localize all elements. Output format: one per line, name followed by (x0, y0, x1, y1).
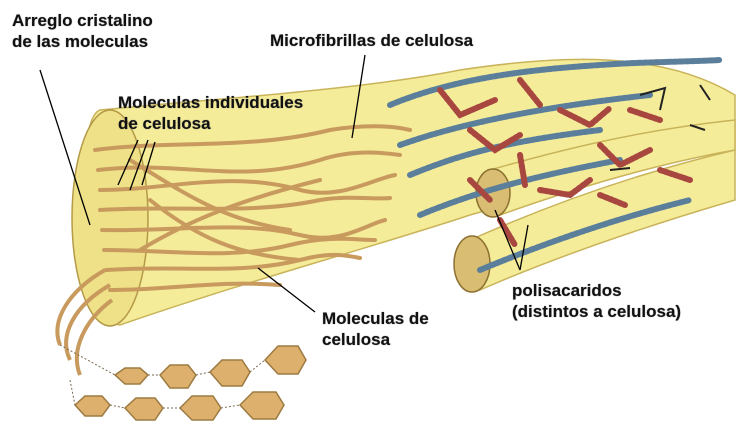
label-individuales-line2: de celulosa (118, 114, 211, 133)
label-moleculas-line1: Moleculas de (322, 309, 429, 328)
label-arreglo-line2: de las moleculas (12, 32, 149, 51)
red-chains (437, 77, 693, 248)
pointer-lines (39, 54, 529, 313)
label-arreglo-cristalino: Arreglo cristalino de las moleculas (12, 10, 153, 52)
label-polisacaridos-line1: polisacaridos (512, 281, 622, 300)
rod-cross-section (453, 235, 491, 293)
label-arreglo-line1: Arreglo cristalino (12, 11, 153, 30)
cellulose-strands (93, 124, 412, 292)
lower-rod (469, 149, 736, 292)
hexagon-chain (73, 345, 307, 421)
label-microfibrillas: Microfibrillas de celulosa (270, 30, 473, 51)
label-moleculas-celulosa: Moleculas de celulosa (322, 308, 429, 350)
label-polisacaridos: polisacaridos (distintos a celulosa) (512, 280, 681, 322)
label-microfibrillas-line1: Microfibrillas de celulosa (270, 31, 474, 50)
bundle-end-face (71, 109, 149, 327)
label-individuales-line1: Moleculas individuales (118, 93, 304, 112)
label-moleculas-individuales: Moleculas individuales de celulosa (118, 92, 303, 134)
strand-outlet (55, 268, 114, 376)
label-polisacaridos-line2: (distintos a celulosa) (512, 302, 682, 321)
hexagon-links (59, 344, 266, 409)
label-moleculas-line2: celulosa (322, 330, 391, 349)
linker-strokes (609, 84, 711, 171)
